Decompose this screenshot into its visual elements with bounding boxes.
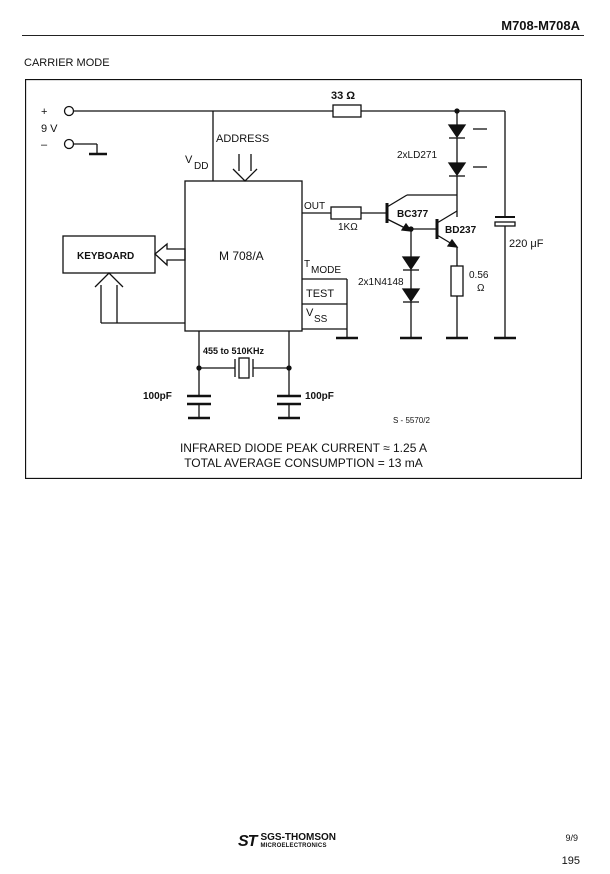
- diode-2: [401, 288, 421, 303]
- r-supply-label: 33 Ω: [331, 90, 355, 102]
- crystal: [238, 357, 250, 379]
- vss-subscript: SS: [314, 314, 328, 325]
- supply-minus-terminal: [63, 138, 75, 150]
- resistor-0-56ohm: [450, 265, 464, 297]
- tmode-subscript: MODE: [311, 265, 341, 276]
- q2-label: BD237: [445, 225, 477, 236]
- caption-line-1: INFRARED DIODE PEAK CURRENT ≈ 1.25 A: [179, 441, 428, 455]
- address-arrow: [232, 168, 258, 182]
- q1-label: BC377: [397, 209, 429, 220]
- led-2: [447, 162, 467, 177]
- vss-label: V: [306, 307, 314, 319]
- supply-minus-label: –: [41, 139, 48, 151]
- cap-bulk-label: 220 μF: [509, 238, 544, 250]
- figure-frame: [25, 79, 582, 479]
- keyboard-bus-arrow: [154, 242, 186, 267]
- chip-label: M 708/A: [219, 249, 264, 263]
- supply-plus-label: +: [41, 106, 47, 118]
- header-rule: [22, 35, 584, 36]
- page-number: 195: [561, 855, 580, 867]
- circuit-figure: + 9 V – 33 Ω V DD ADDRESS M 708/A KEYBOA…: [25, 79, 582, 479]
- circuit-schematic: + 9 V – 33 Ω V DD ADDRESS M 708/A KEYBOA…: [25, 79, 582, 479]
- resistor-1k: [330, 206, 362, 220]
- logo-subtitle: MICROELECTRONICS: [260, 843, 327, 849]
- supply-voltage-label: 9 V: [41, 123, 58, 135]
- tmode-label: T: [304, 259, 310, 270]
- r-base-label: 1KΩ: [338, 222, 358, 233]
- resistor-33ohm: [332, 104, 362, 118]
- test-label: TEST: [306, 288, 334, 300]
- diode-1: [401, 256, 421, 271]
- cap-right-label: 100pF: [305, 391, 334, 402]
- r-sense-value: 0.56: [469, 270, 489, 281]
- keyboard-label: KEYBOARD: [77, 251, 134, 262]
- reference-code: S - 5570/2: [393, 416, 430, 425]
- section-label: CARRIER MODE: [24, 57, 110, 69]
- led-label: 2xLD271: [397, 150, 437, 161]
- diode-label: 2x1N4148: [358, 277, 404, 288]
- header-title: M708-M708A: [501, 18, 580, 33]
- caption-line-2: TOTAL AVERAGE CONSUMPTION = 13 mA: [184, 456, 423, 470]
- address-label: ADDRESS: [216, 133, 269, 145]
- page-of-label: 9/9: [565, 833, 578, 843]
- st-logo-icon: ST: [238, 833, 257, 850]
- supply-plus-terminal: [63, 105, 75, 117]
- r-sense-unit: Ω: [477, 283, 485, 294]
- crystal-label: 455 to 510KHz: [203, 346, 265, 356]
- vdd-label: V: [185, 154, 193, 166]
- company-logo: ST SGS-THOMSON MICROELECTRONICS: [238, 833, 336, 851]
- out-label: OUT: [304, 201, 325, 212]
- vdd-subscript: DD: [194, 161, 208, 172]
- feedback-arrow: [94, 272, 124, 288]
- logo-name: SGS-THOMSON: [260, 832, 337, 843]
- cap-left-label: 100pF: [143, 391, 172, 402]
- led-1: [447, 124, 467, 139]
